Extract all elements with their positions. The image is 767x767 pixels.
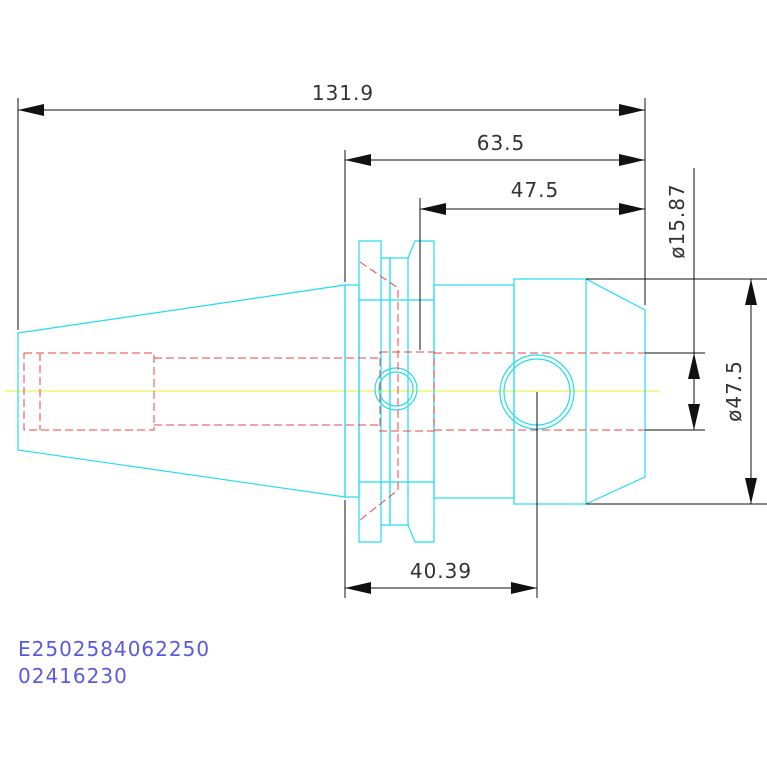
dimension-overall-length <box>17 98 646 330</box>
hidden-lines <box>23 261 645 521</box>
part-code-line-1: E2502584062250 <box>18 637 210 661</box>
dimension-bore-diameter <box>645 168 705 431</box>
side-holes <box>374 354 575 430</box>
dimension-63 <box>344 150 645 282</box>
dimension-47-length-label: 47.5 <box>511 178 560 202</box>
part-code-line-2: 02416230 <box>18 664 128 688</box>
dimension-bore-diameter-label: ø15.87 <box>665 183 689 259</box>
dimension-outer-diameter <box>586 278 767 505</box>
dimension-overall-length-label: 131.9 <box>312 81 374 105</box>
body <box>433 278 646 505</box>
flange <box>344 240 435 543</box>
dimension-outer-diameter-label: ø47.5 <box>722 360 746 422</box>
dimension-40 <box>344 392 538 598</box>
dimension-47-length <box>419 198 645 350</box>
dimension-40-label: 40.39 <box>410 559 472 583</box>
dimension-63-label: 63.5 <box>477 131 526 155</box>
